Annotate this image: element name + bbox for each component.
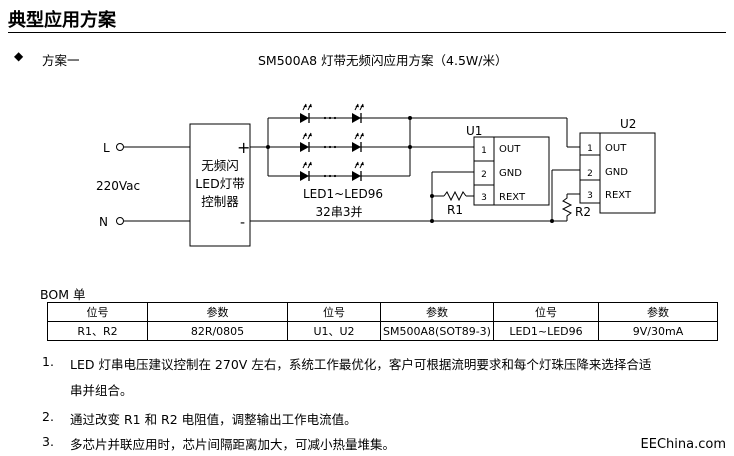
bom-table: 位号 参数 位号 参数 位号 参数 R1、R2 82R/0805 U1、U2 S… [47, 302, 718, 341]
led-array [299, 103, 365, 182]
note-text: 多芯片并联应用时，芯片间隔距离加大，可减小热量堆集。 [70, 437, 396, 452]
u1-chip [493, 136, 550, 206]
u1-pin2-num: 2 [481, 170, 487, 180]
controller-label-line2: LED灯带 [195, 176, 245, 191]
bom-header-cell: 位号 [47, 302, 148, 322]
note-number: 2. [42, 409, 54, 424]
terminal-l [116, 143, 124, 151]
scheme-label: 方案一 [42, 53, 80, 68]
led-icon [299, 132, 313, 153]
controller-label-line3: 控制器 [201, 194, 239, 209]
u2-label: U2 [620, 117, 636, 131]
bom-header-cell: 位号 [493, 302, 599, 322]
u1-rext-label: REXT [499, 192, 526, 203]
led-icon [351, 103, 365, 124]
bom-header-cell: 位号 [287, 302, 381, 322]
minus-sign: - [240, 215, 245, 231]
label-l: L [103, 141, 110, 155]
bom-cell: 82R/0805 [147, 321, 288, 341]
r1-label: R1 [447, 203, 463, 217]
r1-resistor [443, 190, 467, 202]
u2-out-label: OUT [605, 143, 627, 154]
bom-header-cell: 参数 [147, 302, 288, 322]
led-range-label: LED1~LED96 [303, 187, 383, 201]
bom-cell: 9V/30mA [598, 321, 718, 341]
controller-box [189, 123, 251, 247]
bom-cell: U1、U2 [287, 321, 381, 341]
u2-pin2-num: 2 [587, 169, 593, 179]
note-text: LED 灯串电压建议控制在 270V 左右，系统工作最优化，客户可根据流明要求和… [70, 357, 652, 372]
bom-cell: LED1~LED96 [493, 321, 599, 341]
u2-pin3-num: 3 [587, 191, 593, 201]
bom-cell: SM500A8(SOT89-3) [380, 321, 494, 341]
bom-header-cell: 参数 [380, 302, 494, 322]
led-icon [351, 132, 365, 153]
bom-header-row: 位号 参数 位号 参数 位号 参数 [47, 302, 718, 322]
bom-data-row: R1、R2 82R/0805 U1、U2 SM500A8(SOT89-3) LE… [47, 321, 718, 341]
page-title: 典型应用方案 [8, 10, 116, 31]
u2-rext-label: REXT [605, 190, 632, 201]
scheme-description: SM500A8 灯带无频闪应用方案（4.5W/米） [258, 53, 508, 68]
bom-label: BOM 单 [40, 287, 86, 302]
u1-pin3-num: 3 [481, 193, 487, 203]
title-divider [8, 32, 726, 33]
u1-label: U1 [466, 124, 482, 138]
label-n: N [99, 215, 108, 229]
terminal-n [116, 217, 124, 225]
watermark: EEChina.com [640, 437, 726, 452]
led-icon [299, 161, 313, 182]
note-number: 3. [42, 434, 54, 449]
r2-label: R2 [575, 205, 591, 219]
circuit-schematic: L N 220Vac 无频闪 LED灯带 控制器 + - LED1~LED96 … [96, 103, 656, 247]
led-icon [351, 161, 365, 182]
u2-pin1-num: 1 [587, 144, 593, 154]
u1-gnd-label: GND [499, 168, 522, 179]
led-config-label: 32串3并 [316, 205, 363, 219]
u2-gnd-label: GND [605, 167, 628, 178]
led-icon [299, 103, 313, 124]
note-text: 通过改变 R1 和 R2 电阻值，调整输出工作电流值。 [70, 412, 357, 427]
controller-label-line1: 无频闪 [201, 158, 239, 173]
plus-sign: + [237, 138, 250, 157]
diamond-bullet-icon: ◆ [14, 49, 24, 63]
bom-cell: R1、R2 [47, 321, 148, 341]
r2-resistor [561, 194, 573, 221]
u2-chip [599, 132, 656, 214]
note-text-continued: 串并组合。 [70, 383, 133, 398]
u1-out-label: OUT [499, 144, 521, 155]
bom-header-cell: 参数 [598, 302, 718, 322]
note-number: 1. [42, 354, 54, 369]
label-220vac: 220Vac [96, 179, 140, 193]
u1-pin1-num: 1 [481, 146, 487, 156]
